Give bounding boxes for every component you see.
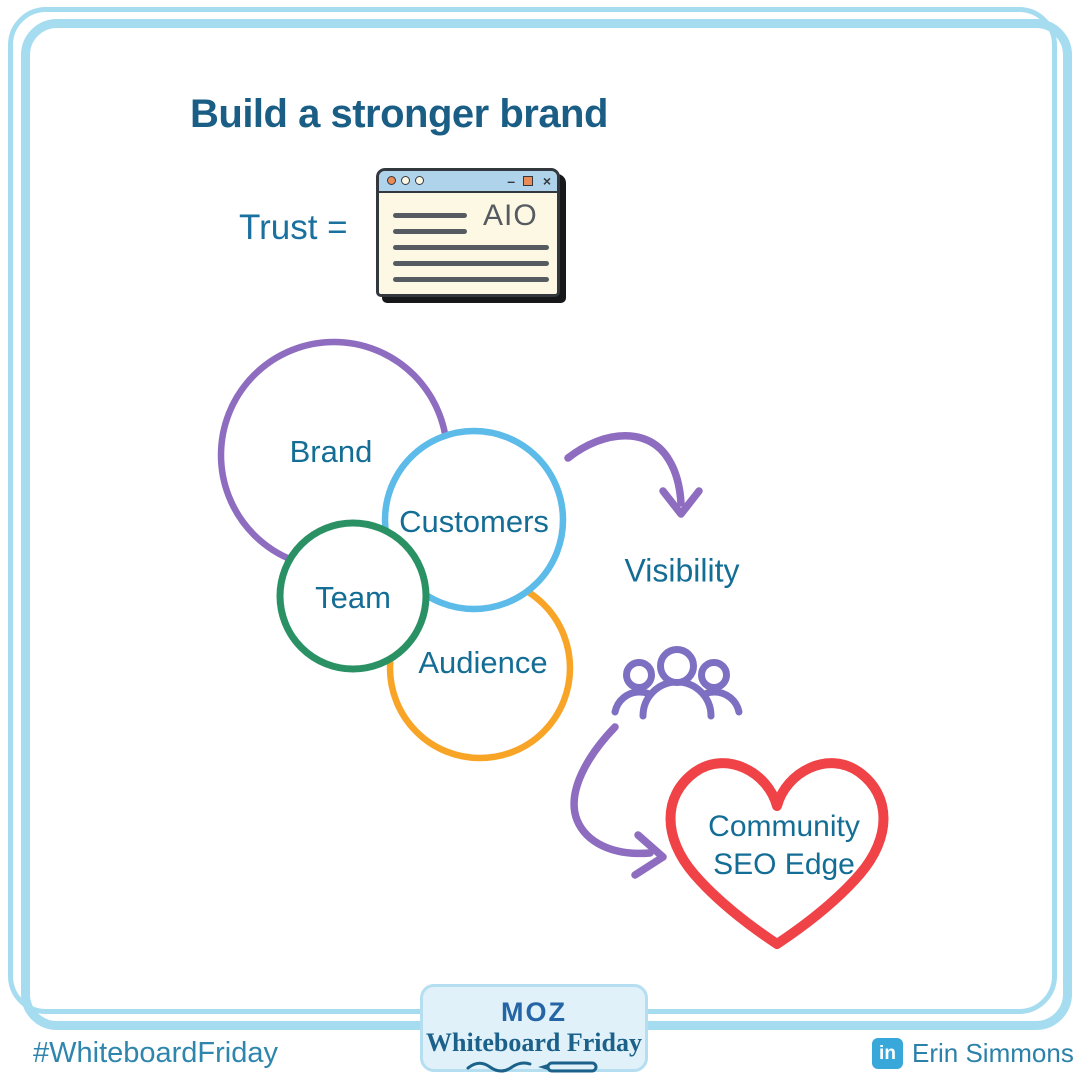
window-titlebar: – ×	[379, 171, 557, 193]
close-icon: ×	[542, 173, 551, 189]
credit-name: Erin Simmons	[912, 1038, 1074, 1068]
marker-squiggle-icon	[466, 1061, 598, 1073]
doc-text-line	[393, 229, 467, 234]
badge-series-label: Whiteboard Friday	[426, 1028, 642, 1057]
team-circle	[276, 519, 430, 673]
heart-icon	[665, 758, 889, 949]
doc-text-line	[393, 277, 549, 282]
restore-icon	[523, 176, 533, 186]
page-title: Build a stronger brand	[190, 92, 608, 136]
customers-circle	[381, 427, 567, 613]
moz-whiteboard-friday-badge: MOZ Whiteboard Friday	[420, 984, 648, 1073]
minimize-icon: –	[507, 173, 515, 189]
team-label: Team	[315, 580, 391, 615]
credit-block: in Erin Simmons	[872, 1038, 1074, 1069]
doc-text-line	[393, 213, 467, 218]
people-icon	[611, 646, 743, 720]
doc-text-line	[393, 245, 549, 250]
arrow-to-visibility-icon	[564, 432, 703, 518]
heart-label: Community SEO Edge	[708, 808, 860, 884]
arrow-to-heart-icon	[570, 723, 667, 879]
linkedin-icon[interactable]: in	[872, 1038, 903, 1069]
moz-logo: MOZ	[501, 997, 567, 1027]
traffic-light-dot-icon	[387, 176, 396, 185]
heart-label-line1: Community	[708, 810, 860, 843]
heart-label-line2: SEO Edge	[713, 848, 855, 881]
customers-label: Customers	[399, 504, 549, 539]
visibility-label: Visibility	[624, 552, 740, 589]
trust-equation-label: Trust =	[239, 208, 348, 247]
traffic-light-dot-icon	[401, 176, 410, 185]
doc-text-line	[393, 261, 549, 266]
audience-label: Audience	[418, 645, 548, 680]
aio-label: AIO	[483, 199, 538, 232]
brand-label: Brand	[289, 434, 373, 469]
footer-hashtag: #WhiteboardFriday	[33, 1037, 278, 1069]
traffic-light-dot-icon	[415, 176, 424, 185]
browser-window-icon: – × AIO	[376, 168, 560, 297]
